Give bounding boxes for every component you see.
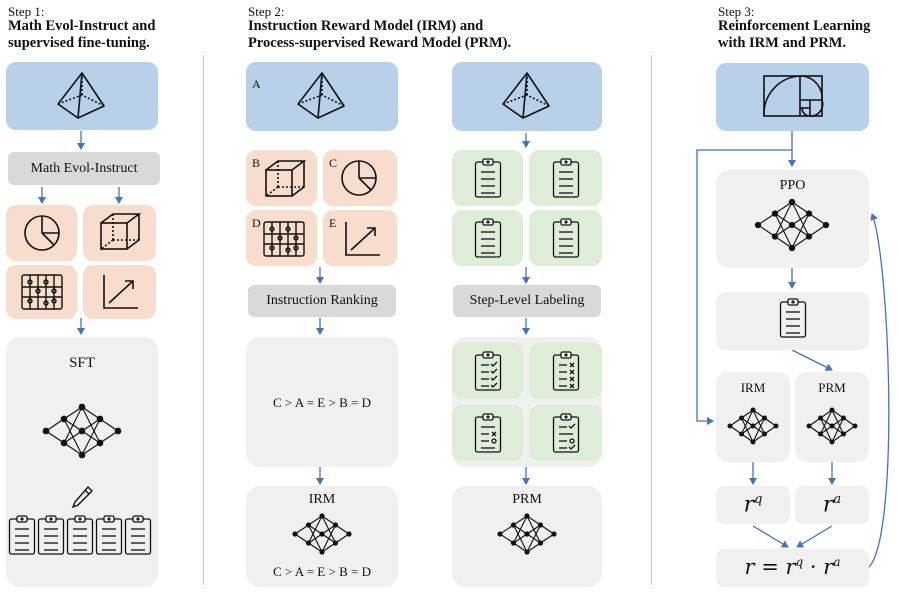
pyramid-icon — [297, 72, 345, 119]
ranking-text: C > A = E > B = D — [273, 395, 371, 410]
step3-title-line2: with IRM and PRM. — [718, 35, 847, 51]
step2-pie-box: C — [323, 150, 397, 206]
step3-prm-label: PRM — [818, 380, 846, 395]
prm-panel: PRM — [452, 486, 602, 587]
clipboard-check-icon — [552, 351, 580, 396]
green-clip-box-4 — [529, 210, 602, 266]
line-chart-icon — [103, 275, 138, 309]
neural-network-icon — [497, 513, 557, 555]
divider-1 — [203, 55, 204, 585]
step3-title-line1: Reinforcement Learning — [718, 18, 871, 34]
clipboard-check-icon — [552, 413, 580, 458]
clipboard-icon — [8, 515, 36, 560]
step1-title-line1: Math Evol-Instruct and — [8, 18, 156, 34]
step3-label: Step 3: — [718, 4, 755, 19]
neural-network-icon — [806, 407, 858, 445]
cube-icon — [100, 213, 142, 250]
labeling-panel — [452, 337, 602, 467]
sft-panel: SFT — [6, 337, 158, 587]
pie-chart-icon — [341, 160, 377, 196]
irm-panel: IRM C > A = E > B = D — [246, 486, 398, 587]
neural-network-icon — [292, 513, 352, 555]
step3-spiral-box — [716, 63, 869, 131]
clipboard-icon — [124, 515, 152, 560]
clipboard-icon — [474, 158, 502, 203]
neural-network-icon — [42, 403, 122, 459]
step1-label: Step 1: — [8, 4, 45, 19]
rq-text: rq — [743, 492, 763, 518]
step2-label: Step 2: — [248, 4, 285, 19]
step3-prm-panel: PRM — [795, 372, 869, 462]
ppo-label: PPO — [779, 178, 806, 193]
step2-title-line2: Process-supervised Reward Model (PRM). — [248, 35, 512, 51]
labeled-clip-box-4 — [529, 405, 602, 461]
pyramid-icon — [502, 72, 550, 119]
divider-2 — [651, 55, 652, 585]
labeled-clip-box-3 — [452, 405, 523, 461]
golden-spiral-icon — [763, 75, 824, 117]
abacus-icon — [263, 221, 305, 257]
ppo-output-panel — [716, 292, 869, 350]
ra-box: ra — [795, 486, 869, 524]
step2-pyramid-box: A — [246, 62, 398, 131]
labeled-clip-box-1 — [452, 343, 523, 399]
ranking-panel: C > A = E > B = D — [246, 337, 398, 467]
clipboard-check-icon — [474, 413, 502, 458]
neural-network-icon — [754, 198, 830, 252]
pencil-icon — [71, 485, 93, 509]
green-clip-box-1 — [452, 150, 523, 206]
rq-box: rq — [716, 486, 790, 524]
letter-d: D — [252, 216, 261, 230]
sft-label: SFT — [69, 355, 95, 371]
sft-clipboard-row — [8, 515, 158, 563]
step1-pie-box — [6, 205, 77, 261]
ppo-panel: PPO — [716, 170, 869, 268]
clipboard-icon — [95, 515, 123, 560]
letter-b: B — [252, 156, 261, 170]
step2-title-line1: Instruction Reward Model (IRM) and — [248, 18, 484, 34]
step-level-labeling-bar: Step-Level Labeling — [453, 285, 601, 317]
letter-c: C — [329, 156, 338, 170]
clipboard-icon — [552, 218, 580, 263]
clipboard-check-icon — [474, 351, 502, 396]
neural-network-icon — [727, 407, 779, 445]
step2-cube-box: B — [246, 150, 317, 206]
ra-text: ra — [822, 492, 842, 518]
green-clip-box-2 — [529, 150, 602, 206]
clipboard-icon — [779, 298, 807, 343]
irm-ranking-text: C > A = E > B = D — [273, 564, 371, 579]
clipboard-icon — [552, 158, 580, 203]
abacus-icon — [21, 274, 63, 310]
letter-a: A — [252, 77, 261, 91]
clipboard-icon — [474, 218, 502, 263]
step2-prm-pyramid-box — [452, 62, 602, 131]
step1-title-line2: supervised fine-tuning. — [8, 35, 150, 51]
step1-abacus-box — [6, 265, 77, 319]
instruction-ranking-bar: Instruction Ranking — [248, 285, 396, 317]
prm-label: PRM — [512, 492, 542, 507]
green-clip-box-3 — [452, 210, 523, 266]
clipboard-icon — [37, 515, 65, 560]
reward-formula-box: r = rq · ra — [716, 549, 869, 587]
step1-cube-box — [83, 205, 156, 261]
irm-label: IRM — [308, 492, 336, 507]
pyramid-icon — [57, 72, 105, 119]
labeled-clip-box-2 — [529, 343, 602, 399]
step2-abacus-box: D — [246, 210, 317, 266]
math-evol-instruct-bar: Math Evol-Instruct — [8, 152, 160, 185]
clipboard-icon — [66, 515, 94, 560]
step2-linechart-box: E — [323, 210, 397, 266]
line-chart-icon — [345, 222, 380, 256]
step1-linechart-box — [83, 265, 156, 319]
cube-icon — [265, 160, 307, 197]
reward-formula: r = rq · ra — [744, 555, 841, 579]
pie-chart-icon — [24, 215, 60, 251]
step3-irm-label: IRM — [740, 380, 766, 395]
step1-pyramid-box — [6, 62, 158, 130]
step3-irm-panel: IRM — [716, 372, 790, 462]
letter-e: E — [329, 216, 337, 230]
